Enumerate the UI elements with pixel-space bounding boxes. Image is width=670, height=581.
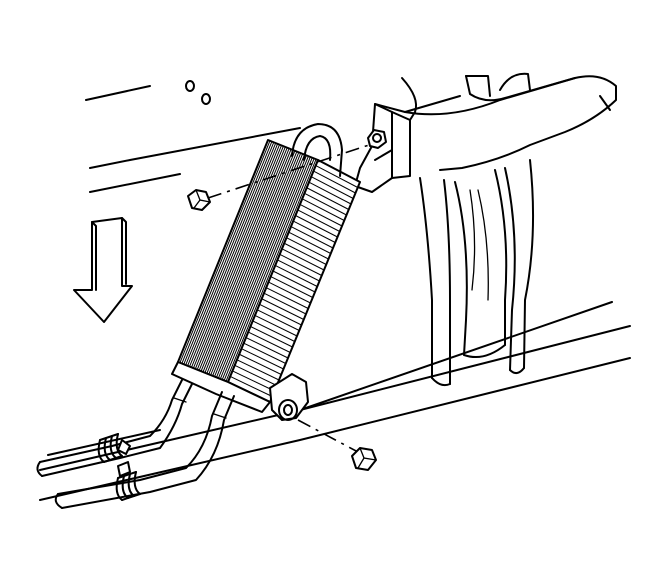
fin-line [194,146,286,370]
fin-line [311,176,354,199]
transmission-oil-cooler [171,123,361,413]
fin-line [230,375,273,397]
lower-bolt [351,447,377,471]
upper-bolt [187,189,211,211]
fin-line [304,192,347,216]
fin-line [259,303,302,326]
fin-line [277,259,320,282]
hose-clamps [97,433,141,501]
hose-clamp-lower [115,461,141,501]
fin-line [234,364,277,386]
fin-line [250,326,293,348]
fin-line [275,265,318,287]
fin-line [308,181,352,205]
fin-line [236,359,280,381]
fin-line [284,242,327,265]
fin-line [192,145,284,369]
fin-line [239,353,282,375]
fin-line [266,287,309,309]
fin-line [243,342,286,364]
fin-line [295,215,338,238]
cooler-lines [36,379,235,509]
fin-line [225,159,317,382]
upper-bolt-assembly [187,129,387,211]
fin-line [254,314,298,337]
fin-line [212,153,304,377]
fin-line [245,337,289,359]
fin-line [214,154,306,377]
shroud-housing [374,72,617,387]
fin-line [196,147,288,370]
fin-line [302,198,345,221]
fin-line [204,150,296,373]
fin-line [315,165,358,188]
fin-line [189,144,281,367]
fin-line [217,155,309,379]
fin-line [215,155,307,378]
upper-mounting-bracket [354,103,411,193]
fin-line [221,157,313,380]
fin-line [181,141,273,364]
fin-line [198,148,290,371]
fin-line [286,237,329,260]
fin-line [281,248,325,271]
fin-line [241,348,284,370]
removal-direction-arrow [73,217,133,323]
fin-line [306,187,349,210]
fin-line [293,220,336,243]
fin-line [185,142,277,366]
fin-line [210,152,302,376]
fin-line [272,270,316,293]
fin-line [288,231,331,254]
hose-clamp-upper [97,433,131,463]
fin-line [270,276,313,298]
fin-line [183,142,275,365]
lower-mounting-bracket [269,373,309,421]
fin-line [252,320,295,342]
cooler-fins [179,140,358,397]
fin-line [190,145,282,368]
fin-line [179,140,271,363]
fin-line [208,152,300,375]
fin-line [202,149,294,373]
fin-line [206,151,298,374]
fin-line [297,209,340,232]
fin-line [263,292,307,315]
fin-line [248,331,291,353]
fin-line [223,158,315,381]
lower-bolt-assembly [297,419,377,471]
fin-line [268,281,311,304]
fin-line [299,203,343,227]
fin-line [187,143,279,367]
fin-line [219,156,311,380]
fin-line [290,226,334,249]
fin-line [261,298,304,320]
upper-stud [367,129,387,149]
fin-line [232,370,275,392]
fin-line [313,170,356,194]
fin-line [257,309,300,331]
fin-line [200,149,292,372]
fin-line [279,253,322,276]
